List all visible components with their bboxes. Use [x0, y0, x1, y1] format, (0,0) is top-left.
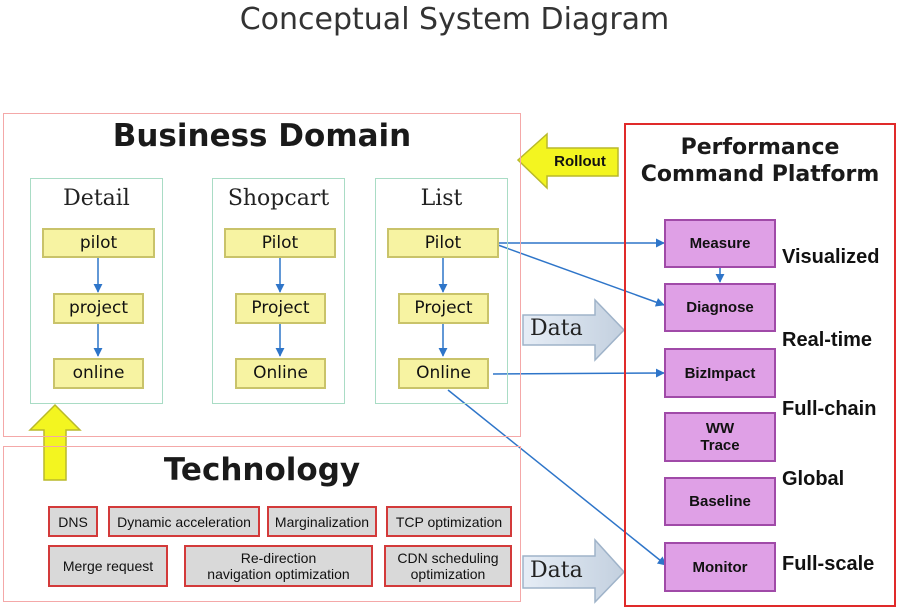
tech-cdn-scheduling-optimization: CDN scheduling optimization [384, 545, 512, 587]
tech-tcp-optimization: TCP optimization [386, 506, 512, 537]
platform-label: Performance Command Platform [640, 135, 880, 187]
column-title-detail: Detail [63, 186, 130, 211]
stage-shopcart-online: Online [235, 358, 326, 389]
tech-dns: DNS [48, 506, 98, 537]
column-list [375, 178, 508, 404]
technology-region [3, 446, 521, 602]
data-label-bottom: Data [530, 558, 583, 583]
tech-merge-request: Merge request [48, 545, 168, 587]
column-title-shopcart: Shopcart [227, 186, 330, 211]
tech-redirection-navigation-optimization: Re-direction navigation optimization [184, 545, 373, 587]
rollout-label: Rollout [554, 153, 606, 170]
module-baseline: Baseline [664, 477, 776, 526]
business-domain-region [3, 113, 521, 437]
property-global: Global [782, 468, 845, 490]
property-full-scale: Full-scale [782, 553, 875, 575]
column-detail [30, 178, 163, 404]
property-real-time: Real-time [782, 329, 873, 351]
cross-connectors [447, 238, 667, 566]
rollout-arrow [516, 132, 619, 190]
stage-list-online: Online [398, 358, 489, 389]
up-arrow [28, 403, 82, 481]
stage-list-pilot: Pilot [387, 228, 499, 258]
module-measure: Measure [664, 219, 776, 268]
property-visualized: Visualized [782, 246, 880, 268]
data-arrow-top [522, 298, 626, 362]
data-arrow-bottom [522, 538, 626, 604]
stage-detail-project: project [53, 293, 144, 324]
stage-shopcart-project: Project [235, 293, 326, 324]
stage-shopcart-pilot: Pilot [224, 228, 336, 258]
module-diagnose: Diagnose [664, 283, 776, 332]
stage-list-project: Project [398, 293, 489, 324]
performance-command-platform-region [624, 123, 896, 607]
stage-connectors [93, 258, 448, 357]
technology-label: Technology [163, 452, 361, 488]
data-label-top: Data [530, 316, 583, 341]
stage-detail-pilot: pilot [42, 228, 155, 258]
column-title-list: List [420, 186, 463, 211]
module-bizimpact: BizImpact [664, 348, 776, 398]
module-monitor: Monitor [664, 542, 776, 592]
property-full-chain: Full-chain [782, 398, 877, 420]
stage-detail-online: online [53, 358, 144, 389]
column-shopcart [212, 178, 345, 404]
diagram-title: Conceptual System Diagram [239, 2, 670, 37]
tech-marginalization: Marginalization [267, 506, 377, 537]
module-ww-trace: WW Trace [664, 412, 776, 462]
tech-dynamic-acceleration: Dynamic acceleration [108, 506, 260, 537]
business-domain-label: Business Domain [112, 118, 412, 154]
